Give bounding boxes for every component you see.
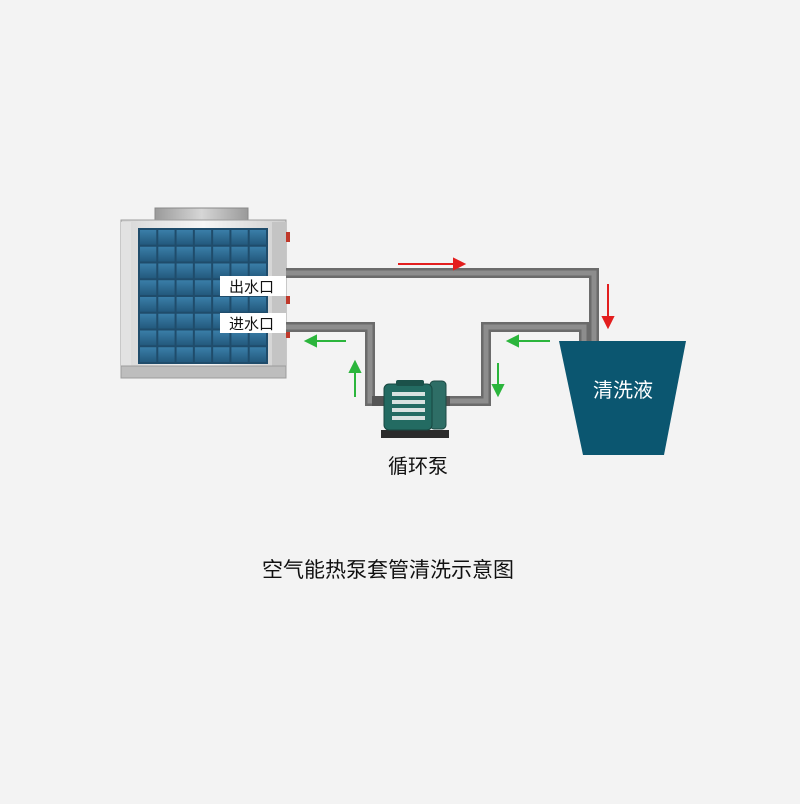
coil-cell [140,230,157,245]
coil-cell [194,246,212,262]
coil-cell [176,280,193,295]
flow-arrow-from-pump-up-icon [348,359,362,397]
coil-cell [140,280,157,295]
coil-cell [176,263,193,279]
coil-cell [176,230,193,245]
coil-cell [231,246,248,262]
coil-cell [158,313,175,329]
flow-arrow-from-tank-left-icon [505,334,550,348]
coil-cell [213,263,230,279]
coil-cell [194,347,212,362]
coil-cell [213,330,230,346]
coil-cell [194,263,212,279]
coil-cell [249,263,266,279]
pump-label: 循环泵 [388,454,448,478]
coil-cell [249,246,266,262]
coil-cell [158,347,175,362]
cleaning-fluid-tank-icon: 清洗液 [559,341,686,455]
heat-pump-unit-icon [120,207,290,379]
coil-cell [140,297,157,312]
outlet-label-box: 出水口 [220,276,286,296]
coil-cell [231,263,248,279]
coil-cell [176,330,193,346]
coil-cell [158,297,175,312]
coil-cell [158,230,175,245]
coil-cell [213,246,230,262]
coil-cell [249,230,266,245]
inlet-label-box: 进水口 [220,313,286,333]
coil-cell [158,280,175,295]
coil-cell [194,330,212,346]
coil-cell [176,347,193,362]
coil-cell [213,297,230,312]
coil-cell [158,263,175,279]
inlet-label: 进水口 [229,315,274,333]
flow-arrow-into-inlet-left-icon [303,334,346,348]
pipe-network [286,268,599,406]
coil-cell [176,313,193,329]
coil-cell [231,230,248,245]
outlet-label: 出水口 [229,278,274,296]
coil-cell [249,347,266,362]
circulation-pump-icon: 循环泵 [372,380,450,478]
coil-cell [194,313,212,329]
coil-cell [231,347,248,362]
coil-cell [194,297,212,312]
coil-cell [231,297,248,312]
coil-cell [213,347,230,362]
coil-cell [194,230,212,245]
flow-arrow-into-tank-down-icon [601,284,615,330]
coil-cell [140,246,157,262]
flow-arrow-to-pump-down-icon [491,363,505,398]
diagram-caption: 空气能热泵套管清洗示意图 [262,558,514,582]
coil-cell [140,347,157,362]
coil-cell [176,297,193,312]
tank-label: 清洗液 [593,378,653,402]
coil-cell [194,280,212,295]
coil-cell [140,263,157,279]
coil-cell [231,330,248,346]
coil-cell [140,330,157,346]
coil-cell [158,246,175,262]
outlet-pipe [286,268,599,345]
coil-cell [176,246,193,262]
coil-cell [249,330,266,346]
coil-cell [213,230,230,245]
coil-cell [249,297,266,312]
flow-arrow-outlet-right-icon [398,257,467,271]
coil-cell [158,330,175,346]
coil-cell [140,313,157,329]
